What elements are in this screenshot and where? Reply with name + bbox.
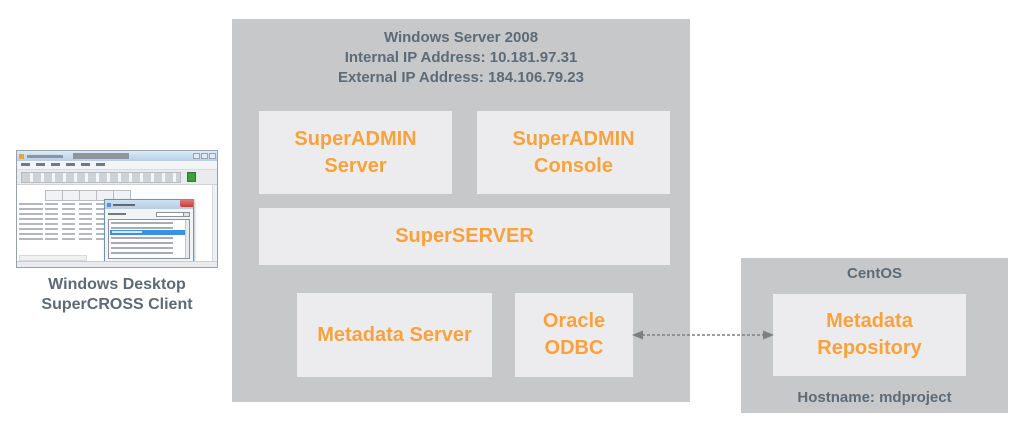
column-header: [79, 190, 97, 201]
document-tab-placeholder: [73, 153, 129, 159]
box-label: ODBC: [544, 337, 604, 359]
server-internal-ip: Internal IP Address: 10.181.97.31: [344, 49, 578, 66]
client-workspace: [17, 185, 217, 261]
box-label: Console: [534, 154, 613, 177]
box-label: Server: [324, 154, 387, 177]
selected-item-text-placeholder: [112, 231, 142, 233]
box-oracle-odbc: Oracle ODBC: [515, 293, 633, 377]
centos-group-title: CentOS: [846, 265, 902, 282]
client-caption: Windows Desktop SuperCROSS Client: [10, 275, 224, 315]
box-label: Metadata Server: [317, 323, 472, 346]
client-caption-line1: Windows Desktop: [48, 276, 186, 293]
toolbar-green-icon: [187, 172, 196, 182]
server-group-title: Windows Server 2008: [383, 29, 539, 46]
dialog-titlebar: [105, 200, 193, 209]
box-label: SuperSERVER: [395, 225, 534, 247]
client-menu-bar: [17, 161, 217, 170]
box-superadmin-server: SuperADMIN Server: [259, 111, 452, 194]
column-header: [62, 190, 80, 201]
horizontal-scrollbar: [19, 255, 87, 261]
maximize-icon: [201, 153, 208, 159]
dialog-body: [105, 209, 193, 261]
box-label: Repository: [817, 337, 922, 359]
window-title-placeholder: [27, 154, 63, 158]
minimize-icon: [193, 153, 200, 159]
chevron-down-icon: [183, 212, 189, 216]
dialog-title-placeholder: [113, 203, 135, 206]
windows-server-group: Windows Server 2008 Internal IP Address:…: [232, 19, 690, 402]
server-external-ip: External IP Address: 184.106.79.23: [338, 69, 584, 86]
dialog-dropdown: [156, 211, 190, 217]
vertical-scrollbar: [212, 185, 217, 261]
box-label: SuperADMIN: [294, 127, 417, 150]
box-superadmin-console: SuperADMIN Console: [477, 111, 670, 194]
table-header-row: [19, 190, 131, 201]
client-status-bar: [17, 261, 217, 267]
box-metadata-repository: Metadata Repository: [773, 294, 966, 376]
dialog-list-box: [108, 219, 190, 259]
dialog-field-row: [108, 211, 190, 217]
client-toolbar: [17, 170, 217, 185]
centos-hostname: Hostname: mdproject: [797, 389, 952, 406]
toolbar-icons-placeholder: [21, 171, 181, 183]
box-metadata-server: Metadata Server: [297, 293, 492, 377]
centos-group: CentOS Metadata Repository Hostname: mdp…: [741, 258, 1008, 413]
odbc-repository-arrow: [632, 330, 774, 340]
list-scrollbar: [185, 220, 189, 258]
close-icon: [209, 153, 216, 159]
box-label: Metadata: [826, 310, 913, 332]
supercross-client-screenshot: [16, 150, 218, 268]
dialog-thumbnail: [104, 199, 194, 261]
menu-items-placeholder: [21, 163, 105, 166]
dialog-close-icon: [180, 200, 193, 207]
row-label-spacer: [19, 190, 45, 201]
server-group-header: Windows Server 2008 Internal IP Address:…: [232, 19, 690, 88]
dialog-field-label: [108, 213, 126, 215]
dialog-icon: [107, 202, 111, 207]
column-header: [45, 190, 63, 201]
box-label: Oracle: [542, 310, 606, 332]
client-caption-line2: SuperCROSS Client: [41, 296, 193, 313]
arrowhead-left: [632, 330, 643, 340]
arrowhead-right: [763, 330, 774, 340]
box-superserver: SuperSERVER: [259, 208, 670, 265]
box-label: SuperADMIN: [512, 127, 635, 150]
row-labels-placeholder: [19, 203, 43, 241]
list-items-placeholder: [111, 222, 173, 256]
window-controls: [193, 153, 216, 159]
app-icon: [19, 153, 24, 159]
selected-list-item: [110, 230, 187, 235]
client-window-titlebar: [17, 151, 217, 161]
